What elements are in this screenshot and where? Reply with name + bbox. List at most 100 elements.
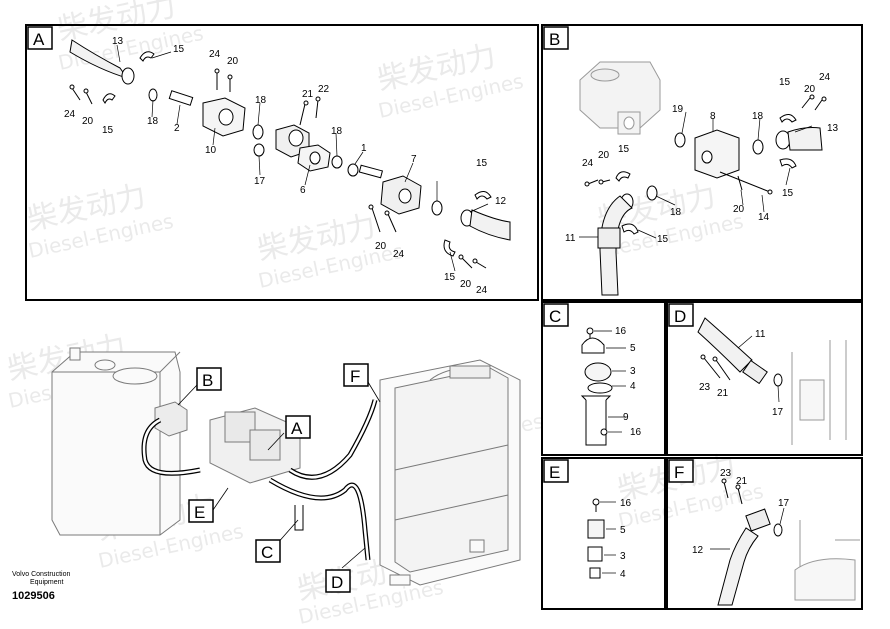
callout: 21 [302, 89, 314, 100]
callout: 18 [255, 95, 267, 106]
svg-text:C: C [261, 543, 273, 562]
panel-c-leaders [594, 330, 626, 433]
callout: 15 [657, 234, 669, 245]
callout: 11 [755, 329, 766, 340]
callout: 5 [630, 343, 636, 354]
clamp-half-5 [581, 337, 605, 354]
callout: 18 [147, 116, 159, 127]
svg-text:A: A [291, 419, 303, 438]
callout: 15 [618, 144, 630, 155]
nipple-1 [358, 164, 384, 179]
callout: 18 [331, 126, 343, 137]
callout: 4 [630, 381, 636, 392]
flag-c: C [255, 539, 281, 563]
callout: 20 [82, 116, 94, 127]
callout: 17 [778, 498, 790, 509]
panel-a-labels: 13 15 24 20 24 20 15 18 2 18 10 17 21 22… [64, 36, 507, 296]
clamp-plate-4 [587, 382, 613, 394]
overview-bracket [294, 505, 304, 531]
callout: 20 [733, 204, 745, 215]
panel-e-labels: 16 5 3 4 [620, 498, 632, 580]
callout: 2 [174, 123, 180, 134]
hose-11 [697, 317, 753, 373]
callout: 12 [495, 196, 507, 207]
callout: 16 [630, 427, 642, 438]
hydraulic-tank [51, 351, 181, 536]
callout: 15 [444, 272, 456, 283]
callout: 15 [102, 125, 114, 136]
callout: 20 [375, 241, 387, 252]
flag-e: E [188, 499, 214, 523]
callout: 4 [620, 569, 626, 580]
callout: 20 [460, 279, 472, 290]
callout: 24 [64, 109, 76, 120]
panel-e-drawing [587, 498, 605, 579]
hose-fitting-13 [121, 67, 135, 85]
panel-f-letter: F [674, 463, 684, 482]
callout: 20 [598, 150, 610, 161]
callout: 20 [227, 56, 239, 67]
callout: 15 [782, 188, 794, 199]
hose-d [268, 477, 371, 561]
panel-b-frame [541, 24, 863, 301]
callout: 24 [819, 72, 831, 83]
panel-d-leaders [737, 335, 780, 403]
flag-a: A [285, 415, 311, 439]
panel-d-frame [666, 301, 863, 456]
panel-b-letter: B [549, 30, 560, 49]
panel-f-drawing [717, 478, 860, 606]
callout: 3 [620, 551, 626, 562]
clamp-insert-3 [584, 362, 612, 382]
panel-f-labels: 23 21 17 12 [692, 468, 790, 556]
callout: 13 [827, 123, 839, 134]
callout: 15 [779, 77, 791, 88]
callout: 7 [411, 154, 417, 165]
callout: 13 [112, 36, 124, 47]
panel-a-leaders [116, 44, 489, 272]
callout: 15 [476, 158, 488, 169]
panel-d-letter: D [674, 307, 686, 326]
manifold-block-8 [694, 129, 740, 179]
panel-c-tag: C [543, 303, 569, 327]
panel-c-frame [541, 301, 666, 456]
panel-b-labels: 15 20 24 19 8 18 13 24 20 15 15 18 20 14… [565, 72, 839, 245]
brand-line-1: Volvo Construction [12, 571, 71, 578]
flag-b: B [196, 367, 222, 391]
panel-f-leaders [710, 507, 785, 550]
panel-a-frame [25, 24, 539, 301]
callout: 23 [699, 382, 711, 393]
callout: 9 [623, 412, 629, 423]
panel-c-drawing [580, 327, 613, 446]
panel-e-tag: E [543, 459, 569, 483]
hose-12 [717, 527, 759, 606]
panel-e-leaders [600, 501, 616, 574]
panel-e-letter: E [549, 463, 560, 482]
flag-f: F [343, 363, 369, 387]
callout: 1 [361, 143, 367, 154]
bracket-9 [585, 400, 607, 446]
panel-a-tag: A [27, 26, 53, 50]
panel-d-drawing [697, 317, 847, 445]
callout: 5 [620, 525, 626, 536]
panel-d-labels: 11 23 21 17 [699, 329, 784, 418]
callout: 3 [630, 366, 636, 377]
plate-4 [589, 567, 601, 579]
panel-d-tag: D [668, 303, 694, 327]
callout: 11 [565, 233, 576, 244]
callout: 8 [710, 111, 716, 122]
panel-f-frame [666, 457, 863, 610]
callout: 14 [758, 212, 770, 223]
callout: 12 [692, 545, 704, 556]
callout: 22 [318, 84, 330, 95]
flag-d: D [325, 569, 351, 593]
panel-c-labels: 16 5 3 4 9 16 [615, 326, 642, 438]
document-number: 1029506 [12, 590, 55, 602]
callout: 16 [615, 326, 627, 337]
svg-text:B: B [202, 371, 213, 390]
callout: 17 [254, 176, 266, 187]
svg-text:F: F [350, 367, 360, 386]
panel-b-drawing [579, 61, 827, 296]
callout: 21 [736, 476, 748, 487]
callout: 18 [752, 111, 764, 122]
callout: 19 [672, 104, 684, 115]
